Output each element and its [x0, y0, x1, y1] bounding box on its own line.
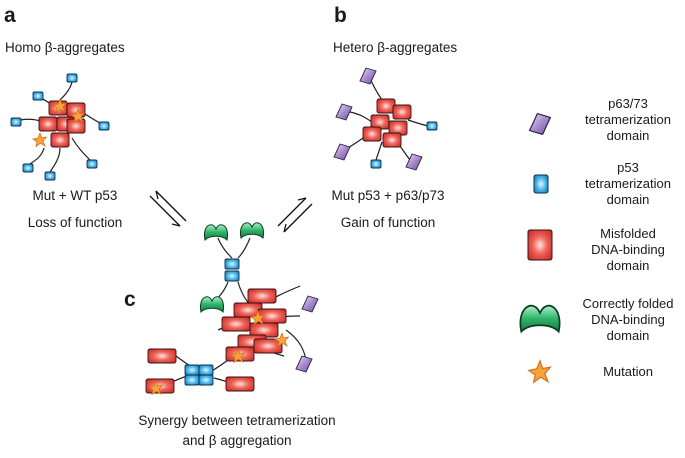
- legend-mutation-label: Mutation: [603, 364, 653, 379]
- legend-p63-73-label: p63/73 tetramerization domain: [585, 96, 671, 143]
- panel-a-caption-1: Mut + WT p53: [32, 188, 118, 203]
- panel-a-caption-2: Loss of function: [27, 215, 123, 230]
- panel-b-caption-1: Mut p53 + p63/p73: [331, 188, 445, 203]
- panel-a-label: a: [4, 4, 16, 27]
- equilibrium-arrow-left: [149, 190, 187, 227]
- panel-b-caption-2: Gain of function: [340, 215, 436, 230]
- panel-c-caption-2: and β aggregation: [182, 433, 292, 448]
- panel-a-title: Homo β-aggregates: [5, 40, 125, 55]
- panel-c-label: c: [124, 288, 136, 311]
- misfolded-dna-binding-icon: [527, 229, 553, 261]
- legend-folded-label: Correctly folded DNA-binding domain: [582, 296, 674, 343]
- panel-b-title: Hetero β-aggregates: [333, 40, 458, 55]
- panel-b-label: b: [334, 4, 347, 27]
- panel-b-hetero-aggregate: [333, 67, 438, 171]
- legend-misfolded-label: Misfolded DNA-binding domain: [591, 226, 665, 273]
- legend-p53-label: p53 tetramerization domain: [585, 160, 671, 207]
- p63-73-tetramerization-icon: [529, 113, 551, 135]
- equilibrium-arrow-right: [277, 197, 313, 233]
- p53-tetramerization-icon: [533, 174, 549, 194]
- panel-a-homo-aggregate: [10, 73, 110, 181]
- panel-c-synergy-aggregate: [145, 222, 319, 395]
- panel-c-caption-1: Synergy between tetramerization: [138, 413, 336, 428]
- mutation-icon: [528, 360, 551, 383]
- correctly-folded-dna-binding-icon: [519, 304, 561, 333]
